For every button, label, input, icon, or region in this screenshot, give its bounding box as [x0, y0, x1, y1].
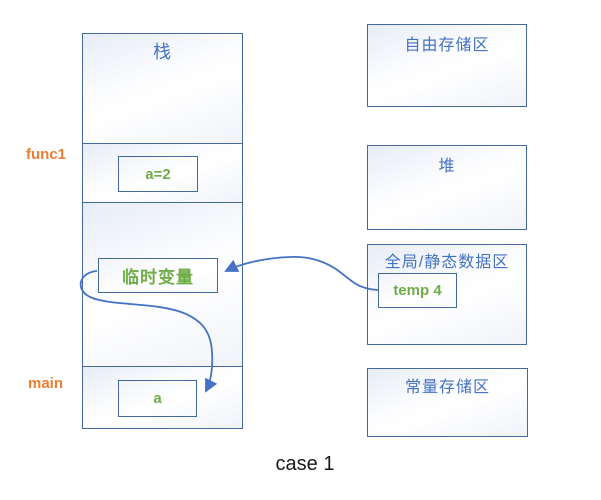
region-global-static-label: 全局/静态数据区	[384, 254, 510, 271]
region-heap: 堆	[367, 145, 527, 230]
arrow-temp4-to-tempvar	[224, 256, 379, 291]
region-free-store: 自由存储区	[367, 24, 527, 107]
stack-title: 栈	[153, 42, 172, 62]
region-heap-label: 堆	[438, 158, 456, 175]
var-box-temp4-label: temp 4	[393, 282, 442, 299]
frame-label-func1: func1	[26, 146, 67, 163]
var-box-temp4: temp 4	[378, 273, 457, 308]
var-box-temp-var-label: 临时变量	[122, 268, 194, 287]
var-box-temp-var: 临时变量	[98, 258, 218, 293]
var-box-a2: a=2	[118, 156, 198, 192]
region-const-store: 常量存储区	[367, 368, 528, 437]
var-box-a2-label: a=2	[145, 165, 171, 183]
region-free-store-label: 自由存储区	[404, 37, 490, 54]
var-box-a-label: a	[153, 390, 162, 407]
region-const-store-label: 常量存储区	[404, 379, 490, 396]
frame-label-main: main	[28, 375, 64, 392]
stack-top-section	[82, 33, 243, 144]
var-box-a: a	[118, 380, 197, 417]
caption-case1: case 1	[275, 453, 335, 475]
